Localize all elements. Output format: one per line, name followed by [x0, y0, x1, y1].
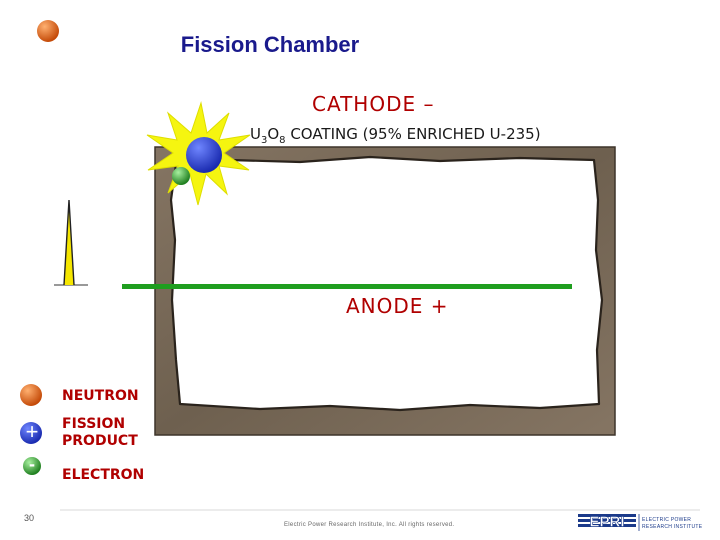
page-title: Fission Chamber: [180, 32, 360, 57]
logo-subtitle: ELECTRIC POWER RESEARCH INSTITUTE: [642, 517, 702, 531]
legend-fission-line-1: FISSION: [62, 416, 126, 432]
coating-label: U3O8 COATING (95% ENRICHED U-235): [250, 125, 541, 146]
legend-fission-line-2: PRODUCT: [62, 433, 138, 449]
chamber-interior: [169, 155, 604, 412]
cathode-label: CATHODE –: [312, 92, 435, 116]
anode-label: ANODE +: [346, 294, 449, 318]
legend-fission-product-label: FISSION PRODUCT: [62, 416, 138, 450]
coating-suffix: COATING (95% ENRICHED U-235): [285, 125, 541, 143]
logo-subtitle-line-2: RESEARCH INSTITUTE: [642, 524, 703, 530]
logo-subtitle-line-1: ELECTRIC POWER: [642, 517, 692, 523]
minus-symbol: -: [29, 454, 35, 474]
fission-product-sphere: [186, 137, 222, 173]
coating-subscript-1: 3: [260, 135, 268, 146]
epri-logo: EPRI: [578, 513, 640, 531]
legend-neutron-icon: [20, 384, 42, 406]
footer-copyright: Electric Power Research Institute, Inc. …: [284, 522, 455, 528]
coating-subscript-2: 8: [279, 135, 286, 146]
plus-symbol: +: [25, 419, 39, 444]
anode-line: [122, 284, 572, 289]
page-number: 30: [24, 513, 35, 523]
legend-fission-product-icon: [20, 422, 42, 444]
pulse-signal-icon: [54, 199, 88, 286]
epri-logo-text: EPRI: [589, 514, 624, 531]
coating-mid: O: [267, 125, 280, 143]
legend-electron-icon: [23, 457, 41, 475]
neutron-sphere-top: [37, 20, 59, 42]
coating-prefix: U: [250, 125, 261, 143]
electron-sphere: [172, 167, 190, 185]
legend-electron-label: ELECTRON: [62, 467, 145, 483]
legend-neutron-label: NEUTRON: [62, 388, 139, 404]
